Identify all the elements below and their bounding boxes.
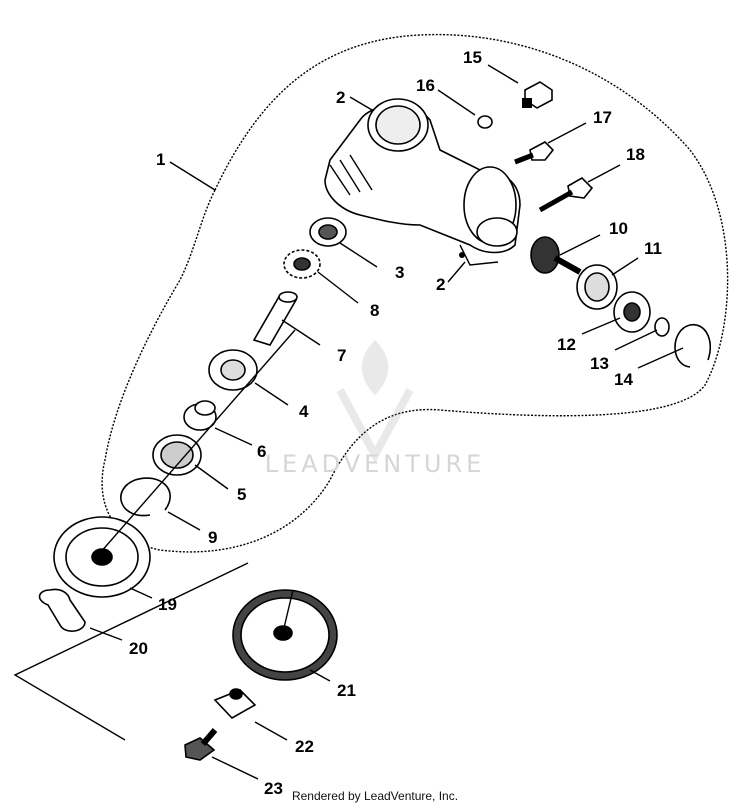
shaft-7 — [252, 291, 298, 346]
callout-15: 15 — [463, 48, 482, 67]
callout-23: 23 — [264, 779, 283, 798]
bearing-4 — [208, 349, 258, 391]
callout-14: 14 — [614, 370, 633, 389]
assembly-boundary — [101, 33, 729, 553]
screw-18 — [538, 177, 594, 213]
callout-16: 16 — [416, 76, 435, 95]
callout-12: 12 — [557, 335, 576, 354]
callout-3: 3 — [395, 263, 404, 282]
callout-1: 1 — [156, 150, 165, 169]
callout-8: 8 — [370, 301, 379, 320]
callout-2-bottom: 2 — [436, 275, 445, 294]
leader-lines — [89, 64, 684, 780]
callout-2-top: 2 — [336, 88, 345, 107]
callout-5: 5 — [237, 485, 246, 504]
callout-17: 17 — [593, 108, 612, 127]
callout-9: 9 — [208, 528, 217, 547]
blade-cup-21 — [232, 589, 338, 681]
bearing-3 — [309, 217, 347, 247]
footer-credit: Rendered by LeadVenture, Inc. — [292, 789, 458, 803]
bearing-5 — [152, 434, 202, 476]
washer-16 — [477, 115, 493, 129]
callout-6: 6 — [257, 442, 266, 461]
callout-4: 4 — [299, 402, 309, 421]
screw-17 — [514, 141, 555, 165]
callout-21: 21 — [337, 681, 356, 700]
callout-labels: 1 2 2 3 4 5 6 7 8 9 10 11 12 13 14 15 16… — [129, 48, 662, 798]
gear-housing — [324, 98, 521, 266]
watermark-text: LEADVENTURE — [265, 450, 486, 478]
gear-8 — [283, 249, 321, 279]
bolt-15 — [522, 81, 553, 109]
cover-19 — [53, 516, 151, 598]
callout-10: 10 — [609, 219, 628, 238]
callout-18: 18 — [626, 145, 645, 164]
circlip-9 — [120, 477, 171, 517]
ring-13 — [654, 317, 670, 337]
bearing-12 — [613, 291, 651, 333]
circlip-14 — [674, 324, 712, 368]
group-bracket — [13, 562, 249, 741]
callout-13: 13 — [590, 354, 609, 373]
clip-20 — [38, 588, 86, 632]
callout-22: 22 — [295, 737, 314, 756]
bolt-23 — [184, 728, 218, 761]
callout-11: 11 — [644, 239, 662, 258]
spacer-6 — [183, 400, 217, 431]
callout-20: 20 — [129, 639, 148, 658]
callout-7: 7 — [337, 346, 346, 365]
watermark-logo — [336, 340, 414, 464]
washer-22 — [213, 688, 257, 720]
bearing-11 — [576, 264, 618, 310]
pinion-gear-10 — [530, 236, 582, 275]
callout-19: 19 — [158, 595, 177, 614]
